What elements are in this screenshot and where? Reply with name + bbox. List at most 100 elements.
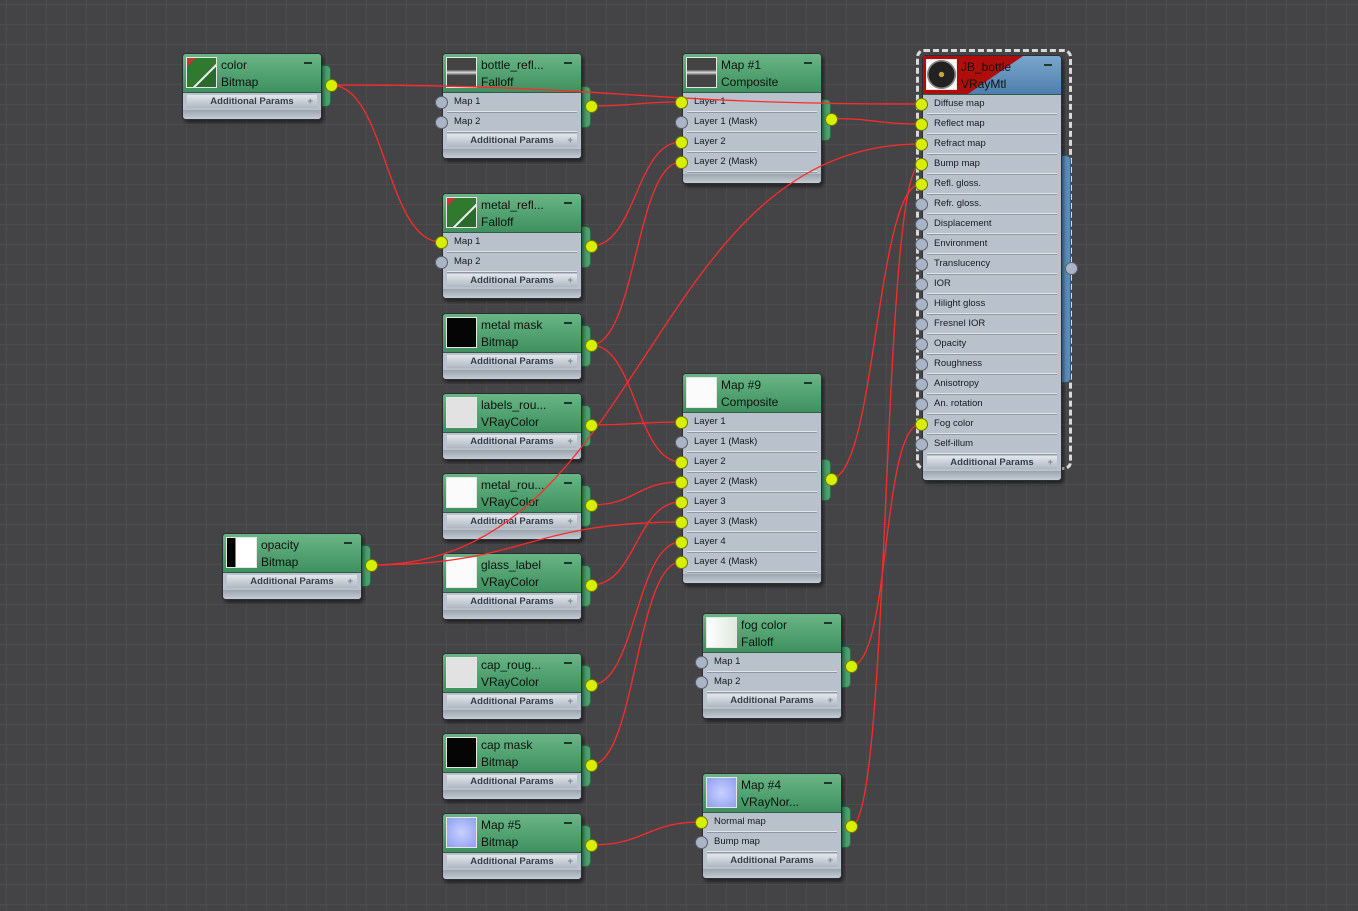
output-socket[interactable] xyxy=(365,559,378,572)
input-socket[interactable] xyxy=(915,378,928,391)
additional-params-rollout[interactable]: Additional Params+ xyxy=(447,515,577,528)
input-socket[interactable] xyxy=(915,258,928,271)
input-socket[interactable] xyxy=(915,198,928,211)
resize-footer[interactable] xyxy=(683,574,821,583)
input-socket[interactable] xyxy=(915,138,928,151)
additional-params-rollout[interactable]: Additional Params+ xyxy=(447,355,577,368)
expand-plus-icon[interactable]: + xyxy=(827,695,833,706)
node-header[interactable]: labels_rou...VRayColor xyxy=(443,394,581,433)
resize-footer[interactable] xyxy=(683,174,821,183)
input-slot[interactable]: Environment xyxy=(927,235,1057,254)
node-header[interactable]: metal_refl...Falloff xyxy=(443,194,581,233)
input-slot[interactable]: Self-illum xyxy=(927,435,1057,454)
input-slot[interactable]: Layer 4 (Mask) xyxy=(687,553,817,572)
minimize-button[interactable] xyxy=(804,62,812,64)
output-socket[interactable] xyxy=(825,472,838,486)
input-slot[interactable]: An. rotation xyxy=(927,395,1057,414)
input-slot[interactable]: Map 2 xyxy=(707,673,837,692)
input-socket[interactable] xyxy=(915,418,928,431)
wire-color-to-metal_refl[interactable] xyxy=(330,84,442,243)
input-slot[interactable]: Reflect map xyxy=(927,115,1057,134)
minimize-button[interactable] xyxy=(344,542,352,544)
expand-plus-icon[interactable]: + xyxy=(567,436,573,447)
input-socket[interactable] xyxy=(675,456,688,469)
wire-bottle_refl-to-map1[interactable] xyxy=(590,101,682,107)
wire-color-to-jb_bottle[interactable] xyxy=(330,84,922,105)
wire-metal_rou-to-map9[interactable] xyxy=(590,481,682,506)
expand-plus-icon[interactable]: + xyxy=(567,856,573,867)
input-slot[interactable]: Anisotropy xyxy=(927,375,1057,394)
expand-plus-icon[interactable]: + xyxy=(567,776,573,787)
input-slot[interactable]: Refract map xyxy=(927,135,1057,154)
input-slot[interactable]: Refl. gloss. xyxy=(927,175,1057,194)
resize-footer[interactable] xyxy=(443,530,581,539)
wire-map9-to-jb_bottle[interactable] xyxy=(830,183,922,480)
minimize-button[interactable] xyxy=(564,482,572,484)
additional-params-rollout[interactable]: Additional Params+ xyxy=(707,854,837,867)
input-socket[interactable] xyxy=(915,158,928,171)
resize-footer[interactable] xyxy=(183,110,321,119)
expand-plus-icon[interactable]: + xyxy=(567,696,573,707)
input-socket[interactable] xyxy=(915,338,928,351)
input-socket[interactable] xyxy=(675,416,688,429)
input-slot[interactable]: Roughness xyxy=(927,355,1057,374)
additional-params-rollout[interactable]: Additional Params+ xyxy=(927,456,1057,469)
minimize-button[interactable] xyxy=(564,822,572,824)
input-socket[interactable] xyxy=(675,436,688,449)
resize-footer[interactable] xyxy=(443,870,581,879)
input-socket[interactable] xyxy=(435,236,448,249)
expand-plus-icon[interactable]: + xyxy=(567,356,573,367)
resize-footer[interactable] xyxy=(703,869,841,878)
resize-footer[interactable] xyxy=(443,790,581,799)
minimize-button[interactable] xyxy=(824,782,832,784)
wire-glass_label-to-map9[interactable] xyxy=(590,501,682,586)
expand-plus-icon[interactable]: + xyxy=(567,596,573,607)
input-slot[interactable]: Displacement xyxy=(927,215,1057,234)
input-slot[interactable]: Layer 2 (Mask) xyxy=(687,153,817,172)
input-socket[interactable] xyxy=(915,438,928,451)
input-slot[interactable]: Layer 1 (Mask) xyxy=(687,113,817,132)
minimize-button[interactable] xyxy=(564,562,572,564)
output-socket[interactable] xyxy=(585,100,598,113)
input-slot[interactable]: Opacity xyxy=(927,335,1057,354)
output-socket[interactable] xyxy=(585,839,598,852)
expand-plus-icon[interactable]: + xyxy=(347,576,353,587)
input-slot[interactable]: Hilight gloss xyxy=(927,295,1057,314)
output-socket[interactable] xyxy=(585,499,598,512)
input-socket[interactable] xyxy=(435,116,448,129)
wire-cap_mask-to-map9[interactable] xyxy=(590,561,682,766)
additional-params-rollout[interactable]: Additional Params+ xyxy=(447,595,577,608)
minimize-button[interactable] xyxy=(564,742,572,744)
input-socket[interactable] xyxy=(915,398,928,411)
input-socket[interactable] xyxy=(695,676,708,689)
node-header[interactable]: metal_rou...VRayColor xyxy=(443,474,581,513)
input-slot[interactable]: Layer 2 (Mask) xyxy=(687,473,817,492)
minimize-button[interactable] xyxy=(564,202,572,204)
input-slot[interactable]: Map 2 xyxy=(447,253,577,272)
input-socket[interactable] xyxy=(675,496,688,509)
minimize-button[interactable] xyxy=(564,662,572,664)
resize-footer[interactable] xyxy=(703,709,841,718)
input-slot[interactable]: Refr. gloss. xyxy=(927,195,1057,214)
input-socket[interactable] xyxy=(915,218,928,231)
input-slot[interactable]: Map 1 xyxy=(447,93,577,112)
input-slot[interactable]: Layer 3 (Mask) xyxy=(687,513,817,532)
